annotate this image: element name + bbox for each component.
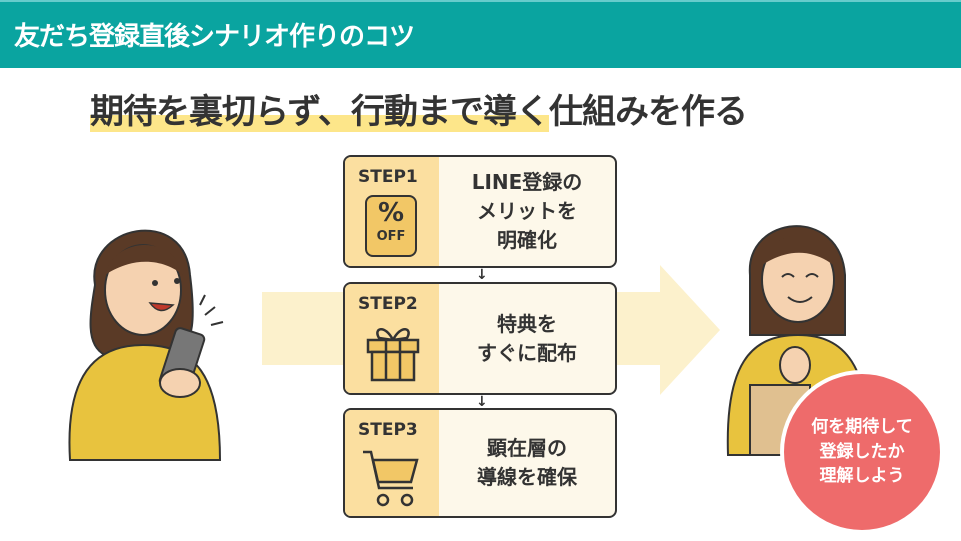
step-2-card: STEP2 特典を すぐに配布	[343, 282, 617, 395]
shopping-cart-icon	[363, 450, 419, 507]
step-text: 顕在層の 導線を確保	[477, 436, 577, 489]
step-text: LINE登録の メリットを 明確化	[471, 170, 583, 252]
percent-off-coupon-icon: % OFF	[365, 195, 417, 257]
off-text: OFF	[376, 229, 406, 244]
header-bar: 友だち登録直後シナリオ作りのコツ	[0, 0, 961, 68]
header-title: 友だち登録直後シナリオ作りのコツ	[14, 22, 415, 52]
down-arrow-icon: ↓	[476, 267, 488, 283]
step-3-card: STEP3 顕在層の 導線を確保	[343, 408, 617, 518]
step-label: STEP2	[358, 294, 418, 314]
step-label: STEP1	[358, 167, 418, 187]
headline-highlighted: 期待を裏切らず、行動まで導く	[90, 92, 550, 132]
headline: 期待を裏切らず、行動まで導く仕組みを作る	[90, 84, 748, 133]
tip-badge: 何を期待して 登録したか 理解しよう	[780, 370, 944, 534]
headline-rest: 仕組みを作る	[548, 92, 748, 132]
step-label: STEP3	[358, 420, 418, 440]
woman-with-phone-illustration	[68, 229, 224, 461]
percent-symbol: %	[377, 198, 405, 228]
step-text: 特典を すぐに配布	[477, 311, 577, 365]
down-arrow-icon: ↓	[476, 394, 488, 410]
step-1-card: STEP1 % OFF LINE登録の メリットを 明確化	[343, 155, 617, 268]
gift-icon	[366, 328, 420, 382]
